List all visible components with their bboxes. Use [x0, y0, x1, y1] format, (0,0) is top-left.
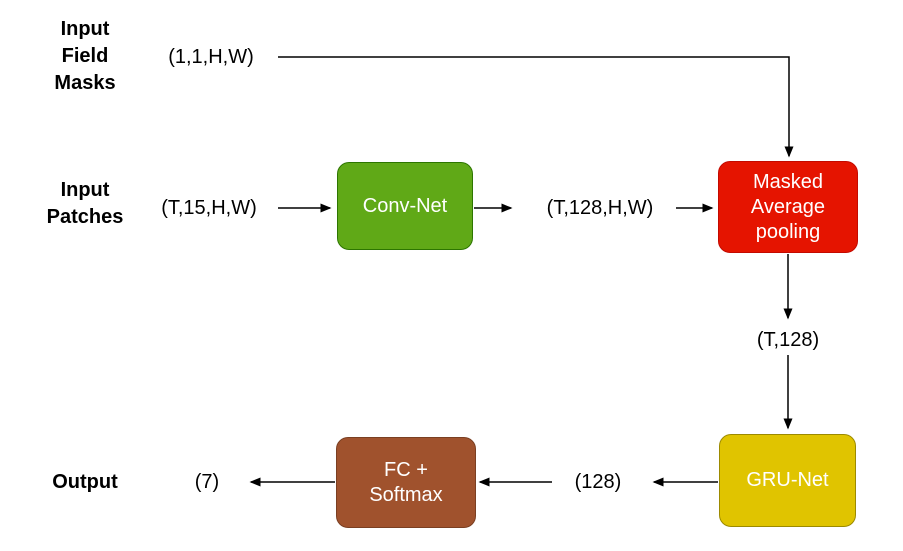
input-patches-label: Input Patches — [46, 179, 124, 228]
tensor-final-output: (7) — [194, 471, 220, 493]
node-conv-net-label: Conv-Net — [362, 194, 448, 217]
node-gru-net: GRU-Net — [719, 434, 856, 527]
input-field-masks-label: Input Field Masks — [54, 18, 116, 94]
node-masked-average-pooling-label: Masked Average pooling — [750, 170, 826, 243]
node-conv-net: Conv-Net — [337, 162, 473, 250]
tensor-field-masks: (1,1,H,W) — [168, 46, 254, 68]
tensor-patches: (T,15,H,W) — [161, 197, 257, 219]
node-gru-net-label: GRU-Net — [746, 469, 829, 491]
tensor-pooled: (T,128) — [756, 329, 820, 351]
tensor-conv-output: (T,128,H,W) — [546, 197, 654, 219]
node-masked-average-pooling: Masked Average pooling — [718, 161, 858, 253]
node-fc-softmax: FC + Softmax — [336, 437, 476, 528]
node-fc-softmax-label: FC + Softmax — [369, 458, 443, 506]
connector-masks-to-pooling — [278, 56, 794, 158]
output-label: Output — [52, 471, 118, 493]
tensor-gru-output: (128) — [574, 471, 622, 493]
